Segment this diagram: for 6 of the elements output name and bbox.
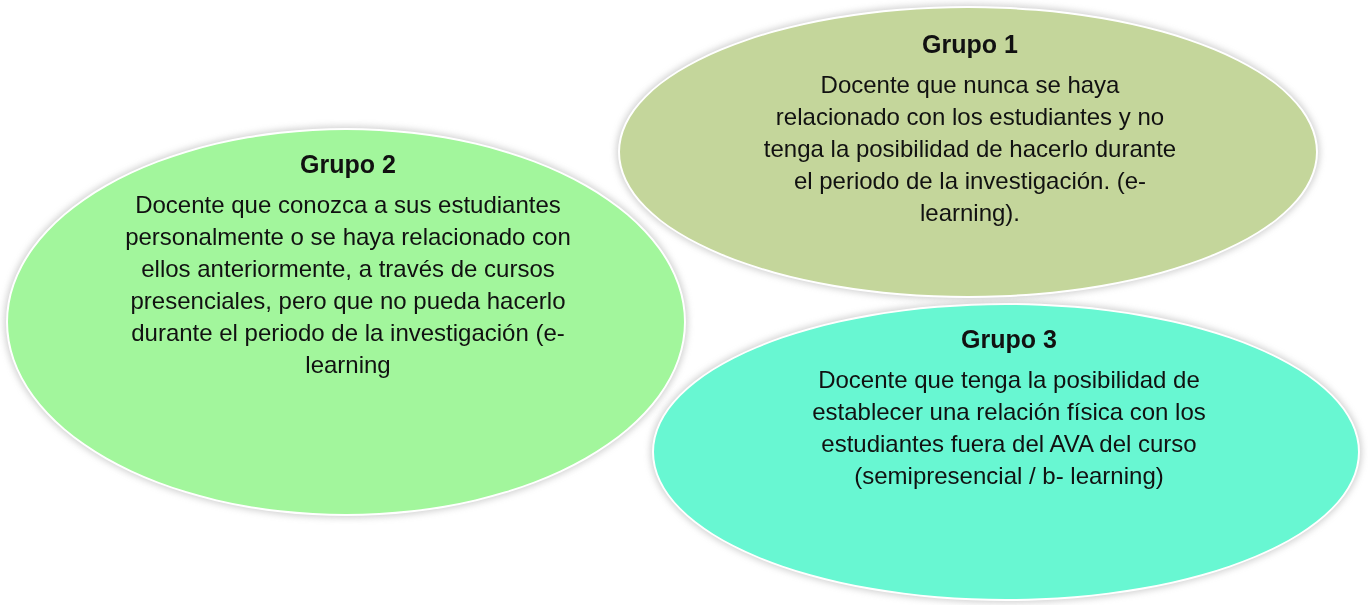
group-description: Docente que conozca a sus estudiantes personalmente o se haya relacionado con ellos anteriormente, a través de cursos presenciales, pero que no pueda hacerlo durante el periodo de la investigación (e- learning <box>124 190 572 380</box>
group-description: Docente que tenga la posibilidad de establecer una relación física con los estudiantes fuera del AVA del curso (semipresencial / b- learning) <box>811 365 1207 491</box>
group-heading: Grupo 3 <box>961 325 1057 354</box>
group-heading: Grupo 2 <box>300 150 396 179</box>
group-description: Docente que nunca se haya relacionado con los estudiantes y no tenga la posibilidad de hacerlo durante el periodo de la investigación. (e-learning). <box>762 70 1178 228</box>
group-heading: Grupo 1 <box>922 30 1018 59</box>
